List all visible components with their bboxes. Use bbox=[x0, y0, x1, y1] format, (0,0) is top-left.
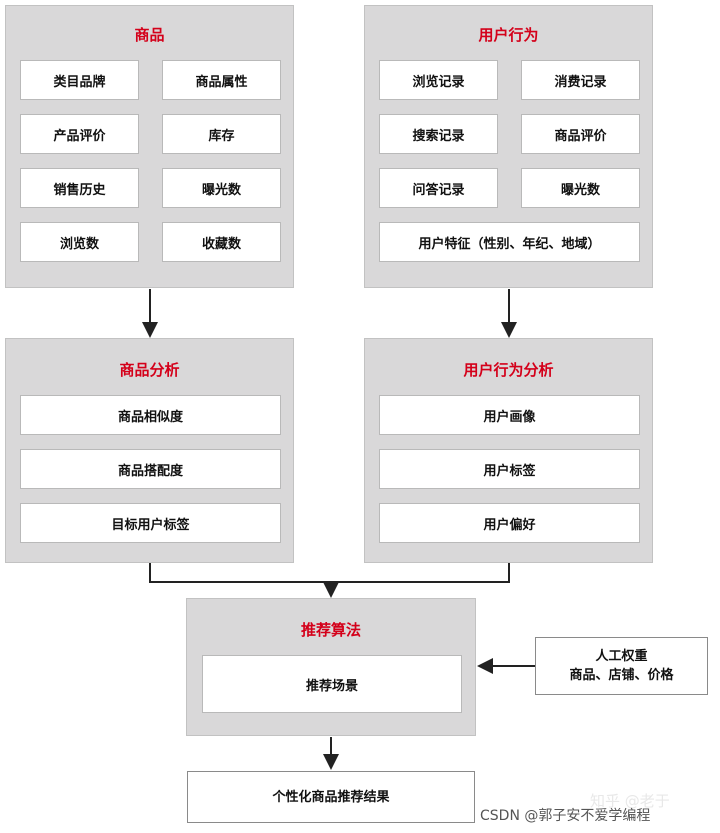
product-item: 收藏数 bbox=[162, 222, 281, 262]
user-analysis-panel-title: 用户行为分析 bbox=[463, 361, 554, 379]
product-item: 产品评价 bbox=[20, 114, 139, 154]
algorithm-panel: 推荐算法 推荐场景 bbox=[186, 598, 476, 736]
csdn-watermark: CSDN @郭子安不爱学编程 bbox=[480, 808, 651, 824]
user-behavior-item: 问答记录 bbox=[379, 168, 498, 208]
algorithm-scene-item: 推荐场景 bbox=[202, 655, 462, 713]
merge-line bbox=[149, 563, 510, 583]
product-panel: 商品 类目品牌 商品属性 产品评价 库存 销售历史 曝光数 浏览数 收藏数 bbox=[5, 5, 294, 288]
weights-line2: 商品、店铺、价格 bbox=[569, 668, 674, 683]
product-analysis-panel-title: 商品分析 bbox=[119, 361, 180, 379]
product-item: 曝光数 bbox=[162, 168, 281, 208]
user-behavior-panel: 用户行为 浏览记录 消费记录 搜索记录 商品评价 问答记录 曝光数 用户特征（性… bbox=[364, 5, 653, 288]
product-item: 浏览数 bbox=[20, 222, 139, 262]
product-item: 销售历史 bbox=[20, 168, 139, 208]
user-behavior-panel-title: 用户行为 bbox=[478, 26, 539, 44]
user-analysis-panel: 用户行为分析 用户画像 用户标签 用户偏好 bbox=[364, 338, 653, 563]
user-behavior-item: 消费记录 bbox=[521, 60, 640, 100]
user-behavior-item: 商品评价 bbox=[521, 114, 640, 154]
algorithm-panel-title: 推荐算法 bbox=[300, 621, 361, 639]
product-panel-title: 商品 bbox=[134, 26, 165, 44]
product-item: 库存 bbox=[162, 114, 281, 154]
user-analysis-item: 用户标签 bbox=[379, 449, 640, 489]
result-box: 个性化商品推荐结果 bbox=[187, 771, 475, 823]
product-analysis-panel: 商品分析 商品相似度 商品搭配度 目标用户标签 bbox=[5, 338, 294, 563]
user-behavior-item: 曝光数 bbox=[521, 168, 640, 208]
result-label: 个性化商品推荐结果 bbox=[272, 789, 390, 805]
product-analysis-item: 商品搭配度 bbox=[20, 449, 281, 489]
user-features-item: 用户特征（性别、年纪、地域） bbox=[379, 222, 640, 262]
manual-weights-box: 人工权重 商品、店铺、价格 bbox=[535, 637, 708, 695]
zhihu-watermark: 知乎 @老于 bbox=[590, 792, 670, 810]
product-analysis-item: 目标用户标签 bbox=[20, 503, 281, 543]
user-analysis-item: 用户偏好 bbox=[379, 503, 640, 543]
weights-line1: 人工权重 bbox=[595, 649, 648, 664]
product-analysis-item: 商品相似度 bbox=[20, 395, 281, 435]
product-item: 商品属性 bbox=[162, 60, 281, 100]
product-item: 类目品牌 bbox=[20, 60, 139, 100]
user-behavior-item: 浏览记录 bbox=[379, 60, 498, 100]
user-behavior-item: 搜索记录 bbox=[379, 114, 498, 154]
user-analysis-item: 用户画像 bbox=[379, 395, 640, 435]
